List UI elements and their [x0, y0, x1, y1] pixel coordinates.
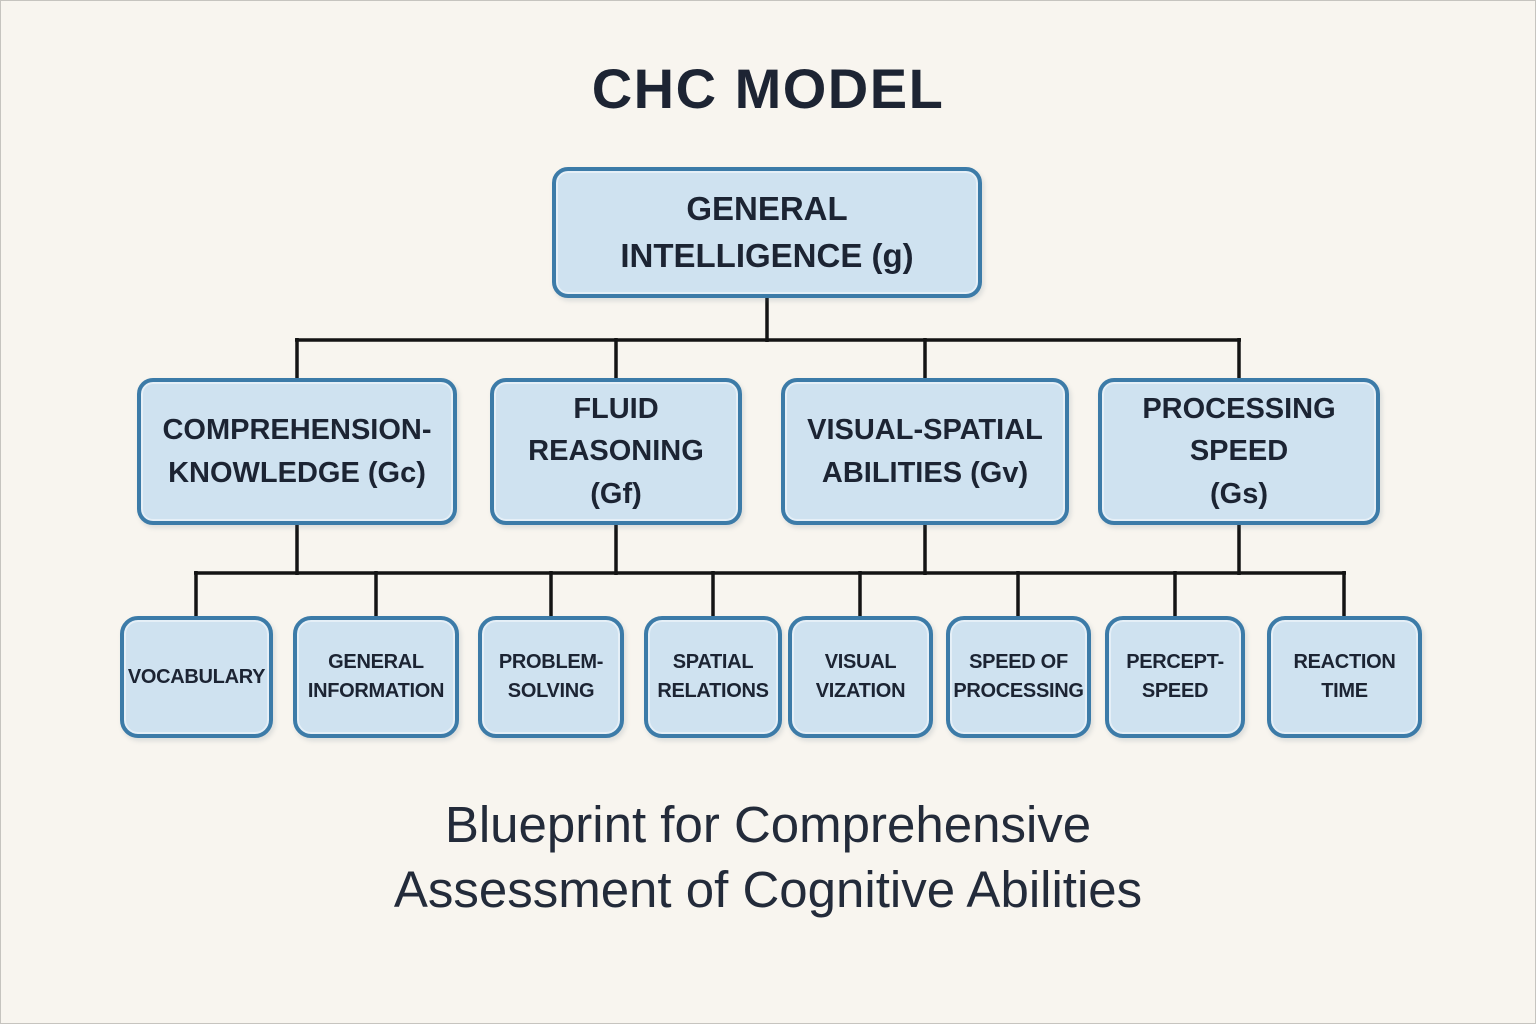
- page-title: CHC MODEL: [591, 57, 945, 120]
- node-comprehension-knowledge: COMPREHENSION- KNOWLEDGE (Gc): [137, 378, 457, 525]
- node-speed-of-processing-label: SPEED OF PROCESSING: [953, 651, 1084, 702]
- node-comprehension-knowledge-label: COMPREHENSION- KNOWLEDGE (Gc): [162, 414, 432, 489]
- node-vocabulary: VOCABULARY: [120, 616, 273, 738]
- node-spatial-relations: SPATIAL RELATIONS: [644, 616, 782, 738]
- node-speed-of-processing: SPEED OF PROCESSING: [946, 616, 1091, 738]
- node-visual-vization-label: VISUAL VIZATION: [815, 651, 906, 702]
- node-fluid-reasoning-label: FLUID REASONING (Gf): [528, 393, 704, 510]
- node-vocabulary-label: VOCABULARY: [127, 665, 266, 688]
- level1-to-level2-connectors: [295, 296, 1241, 380]
- node-reaction-time: REACTION TIME: [1267, 616, 1422, 738]
- node-percept-speed-label: PERCEPT- SPEED: [1126, 651, 1224, 702]
- node-processing-speed-label: PROCESSING SPEED (Gs): [1142, 393, 1336, 510]
- node-spatial-relations-label: SPATIAL RELATIONS: [657, 651, 769, 702]
- diagram-caption: Blueprint for Comprehensive Assessment o…: [393, 796, 1143, 919]
- node-percept-speed: PERCEPT- SPEED: [1105, 616, 1245, 738]
- node-processing-speed: PROCESSING SPEED (Gs): [1098, 378, 1380, 525]
- node-general-information-label: GENERAL INFORMATION: [307, 651, 445, 702]
- node-problem-solving-label: PROBLEM- SOLVING: [498, 651, 604, 702]
- node-visual-spatial-abilities-label: VISUAL-SPATIAL ABILITIES (Gv): [807, 414, 1043, 489]
- node-problem-solving: PROBLEM- SOLVING: [478, 616, 624, 738]
- node-reaction-time-label: REACTION TIME: [1293, 651, 1396, 702]
- node-fluid-reasoning: FLUID REASONING (Gf): [490, 378, 742, 525]
- level2-to-level3-connectors: [194, 523, 1346, 618]
- node-general-intelligence-label: GENERAL INTELLIGENCE (g): [620, 190, 914, 274]
- node-general-information: GENERAL INFORMATION: [293, 616, 459, 738]
- node-visual-spatial-abilities: VISUAL-SPATIAL ABILITIES (Gv): [781, 378, 1069, 525]
- node-visual-vization: VISUAL VIZATION: [788, 616, 933, 738]
- node-general-intelligence: GENERAL INTELLIGENCE (g): [552, 167, 982, 298]
